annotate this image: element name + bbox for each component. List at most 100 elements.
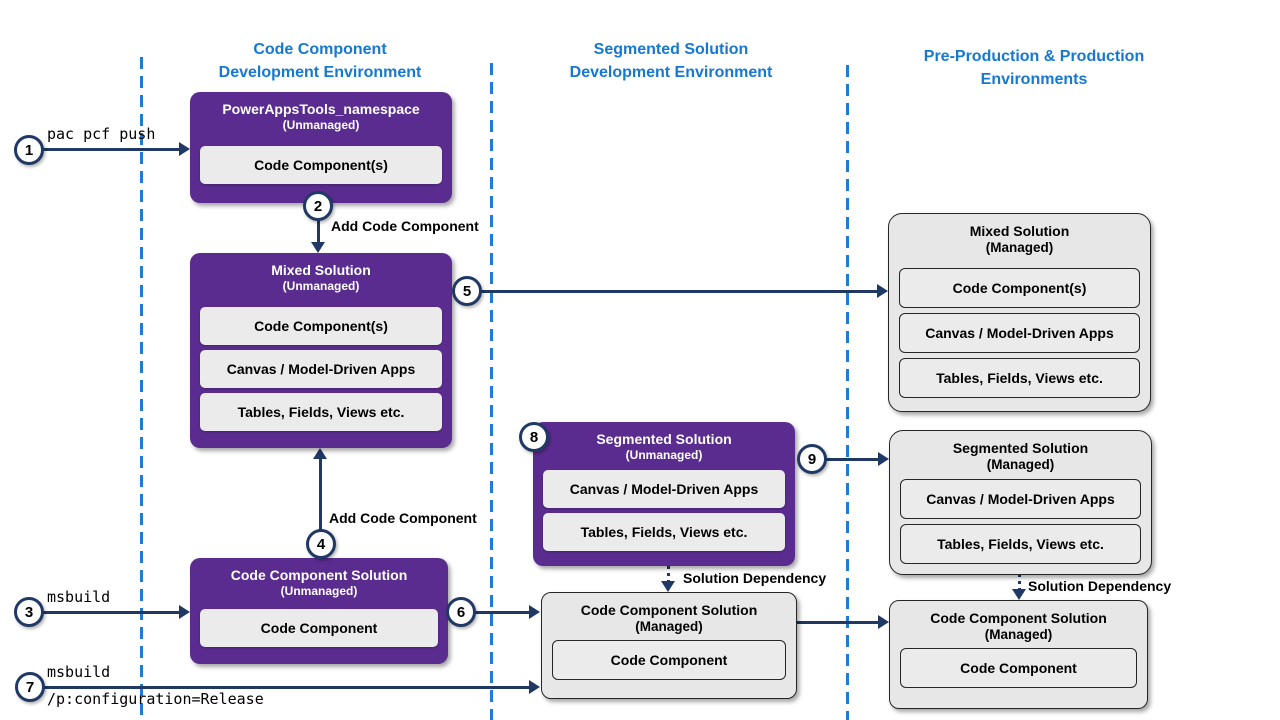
arrow-add-code-component-top [311,204,325,253]
arrowhead-down-icon [661,581,675,592]
box-segmented-solution-managed: Segmented Solution (Managed) Canvas / Mo… [889,430,1152,575]
label-pac-pcf-push: pac pcf push [47,125,156,143]
arrow-msbuild [42,605,190,619]
column-header-line2: Development Environment [569,63,773,81]
box-code-component-solution-managed-right: Code Component Solution (Managed) Code C… [889,600,1148,709]
column-header-code-component-dev: Code Component Development Environment [170,39,470,84]
arrow-line [316,204,320,244]
box-segmented-solution-unmanaged: Segmented Solution (Unmanaged) Canvas / … [533,422,795,566]
box-item: Code Component [900,648,1137,688]
column-header-segmented-dev: Segmented Solution Development Environme… [521,39,821,84]
step-circle-1: 1 [14,135,44,165]
box-item: Tables, Fields, Views etc. [899,358,1140,398]
box-title: Code Component Solution [230,567,408,583]
step-circle-6: 6 [446,597,476,627]
label-msbuild-release-line2: /p:configuration=Release [47,690,264,708]
arrow-export-code-component-solution [474,605,540,619]
box-state: (Managed) [984,627,1053,642]
step-circle-8: 8 [519,422,549,452]
arrow-solution-dependency-mid [661,566,675,592]
arrowhead-down-icon [311,242,325,253]
box-title: PowerAppsTools_namespace [222,101,420,117]
box-mixed-solution-unmanaged: Mixed Solution (Unmanaged) Code Componen… [190,253,452,448]
arrow-line [43,685,530,689]
label-add-code-component-bottom: Add Code Component [329,510,477,526]
step-circle-5: 5 [452,276,482,306]
arrow-add-code-component-bottom [313,448,327,558]
column-header-line2: Environments [980,70,1088,88]
arrowhead-right-icon [877,284,888,298]
arrow-line [825,457,879,461]
arrow-line [480,289,878,293]
box-title: Mixed Solution [969,223,1070,239]
box-powerappstools-unmanaged: PowerAppsTools_namespace (Unmanaged) Cod… [190,92,452,203]
step-circle-3: 3 [14,597,44,627]
box-item: Canvas / Model-Driven Apps [543,470,785,508]
arrowhead-down-icon [1012,589,1026,600]
column-header-line1: Code Component [253,41,387,58]
box-item: Code Component(s) [200,146,442,184]
box-title: Code Component Solution [580,602,758,618]
box-state: (Unmanaged) [625,448,703,462]
arrowhead-right-icon [179,142,190,156]
arrow-line [42,147,180,151]
box-state: (Unmanaged) [282,279,360,293]
environment-separator-2 [490,63,493,720]
box-item: Canvas / Model-Driven Apps [200,350,442,388]
column-header-line2: Development Environment [218,63,422,81]
arrow-pac-pcf-push [42,142,190,156]
arrow-line [474,610,530,614]
box-item: Canvas / Model-Driven Apps [899,313,1140,353]
box-item: Tables, Fields, Views etc. [200,393,442,431]
arrow-line [797,620,879,624]
box-item: Code Component [200,609,438,647]
label-msbuild: msbuild [47,588,111,606]
arrowhead-right-icon [529,680,540,694]
arrow-export-mixed-solution [480,284,888,298]
label-solution-dependency-mid: Solution Dependency [683,570,827,586]
box-code-component-solution-unmanaged: Code Component Solution (Unmanaged) Code… [190,558,448,664]
label-solution-dependency-right: Solution Dependency [1028,578,1172,594]
box-state: (Managed) [635,619,703,634]
arrow-managed-to-production [797,615,889,629]
arrowhead-right-icon [529,605,540,619]
box-title: Segmented Solution [596,431,732,447]
step-circle-9: 9 [797,444,827,474]
box-state: (Managed) [986,457,1055,472]
box-title: Mixed Solution [271,262,371,278]
box-item: Code Component [552,640,786,680]
column-header-preprod-prod: Pre-Production & Production Environments [884,46,1184,91]
arrow-line [1017,574,1021,591]
step-circle-4: 4 [306,529,336,559]
label-add-code-component-top: Add Code Component [331,218,479,234]
box-state: (Managed) [985,240,1054,255]
arrowhead-up-icon [313,448,327,459]
arrow-export-segmented-solution [825,452,889,466]
box-item: Code Component(s) [899,268,1140,308]
environment-separator-3 [846,65,849,720]
box-item: Code Component(s) [200,307,442,345]
environment-separator-1 [140,57,143,720]
box-title: Code Component Solution [930,610,1107,626]
box-state: (Unmanaged) [280,584,358,598]
box-title: Segmented Solution [952,440,1089,456]
label-msbuild-release-line1: msbuild [47,663,111,681]
arrowhead-right-icon [179,605,190,619]
arrowhead-right-icon [878,452,889,466]
arrow-msbuild-release [43,680,540,694]
step-circle-2: 2 [303,191,333,221]
column-header-line1: Segmented Solution [593,41,749,58]
step-circle-7: 7 [15,672,45,702]
arrow-line [42,610,180,614]
box-item: Tables, Fields, Views etc. [543,513,785,551]
arrow-line [666,566,670,583]
box-item: Canvas / Model-Driven Apps [900,479,1141,519]
column-header-line1: Pre-Production & Production [923,48,1145,65]
arrow-solution-dependency-right [1012,574,1026,600]
arrow-line [318,457,322,558]
box-mixed-solution-managed: Mixed Solution (Managed) Code Component(… [888,213,1151,412]
box-item: Tables, Fields, Views etc. [900,524,1141,564]
box-state: (Unmanaged) [282,118,360,132]
arrowhead-right-icon [878,615,889,629]
